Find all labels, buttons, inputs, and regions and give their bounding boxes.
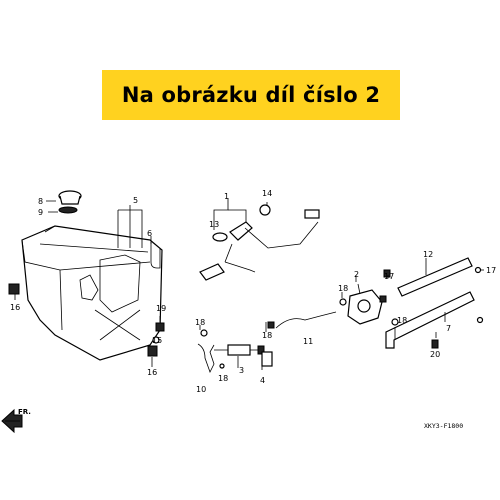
front-direction-arrow: FR.	[1, 408, 31, 434]
callout-labels: 1 2 3 4 5 6 7 8 9 10 11 12 13 14 15 16 1…	[10, 189, 496, 394]
fuel-hose-7	[385, 291, 475, 349]
callout: 4	[260, 376, 265, 385]
callout: 18	[338, 284, 348, 293]
callout: 17	[384, 272, 394, 281]
title-text: Na obrázku díl číslo 2	[121, 83, 381, 107]
callout: 18	[195, 318, 205, 327]
fuel-hose-11	[275, 311, 337, 329]
callout: 18	[397, 316, 407, 325]
diagram-code: XKY3-F1800	[424, 422, 463, 430]
callout: 17	[486, 266, 496, 275]
fuel-cap	[58, 190, 82, 214]
title-banner: Na obrázku díl číslo 2	[102, 70, 400, 120]
callout: 5	[133, 196, 138, 205]
callout: 18	[218, 374, 228, 383]
fuel-hose-10	[197, 343, 215, 374]
callout: 15	[152, 336, 162, 345]
leader-lines	[14, 198, 484, 370]
fuel-filter	[214, 344, 273, 367]
direction-label: FR.	[18, 408, 31, 416]
callout: 2	[354, 270, 359, 279]
callout: 6	[147, 229, 152, 238]
callout: 8	[38, 197, 43, 206]
callout: 3	[239, 366, 244, 375]
callout: 7	[446, 324, 451, 333]
callout: 14	[262, 189, 272, 198]
callout: 10	[196, 385, 206, 394]
callout: 16	[10, 303, 20, 312]
callout: 18	[262, 331, 272, 340]
fuel-tank	[21, 225, 163, 361]
callout: 1	[224, 192, 229, 201]
fuel-pump-assembly	[199, 204, 320, 281]
callout: 20	[430, 350, 440, 359]
fuel-hose-12	[397, 257, 473, 297]
callout: 13	[209, 220, 219, 229]
fuel-pump-part-2	[339, 283, 387, 325]
callout: 16	[147, 368, 157, 377]
breather-hose	[150, 242, 161, 269]
callout: 9	[38, 208, 43, 217]
tank-bolts	[8, 283, 165, 357]
callout: 12	[423, 250, 433, 259]
callout: 19	[156, 304, 166, 313]
callout: 11	[303, 337, 313, 346]
